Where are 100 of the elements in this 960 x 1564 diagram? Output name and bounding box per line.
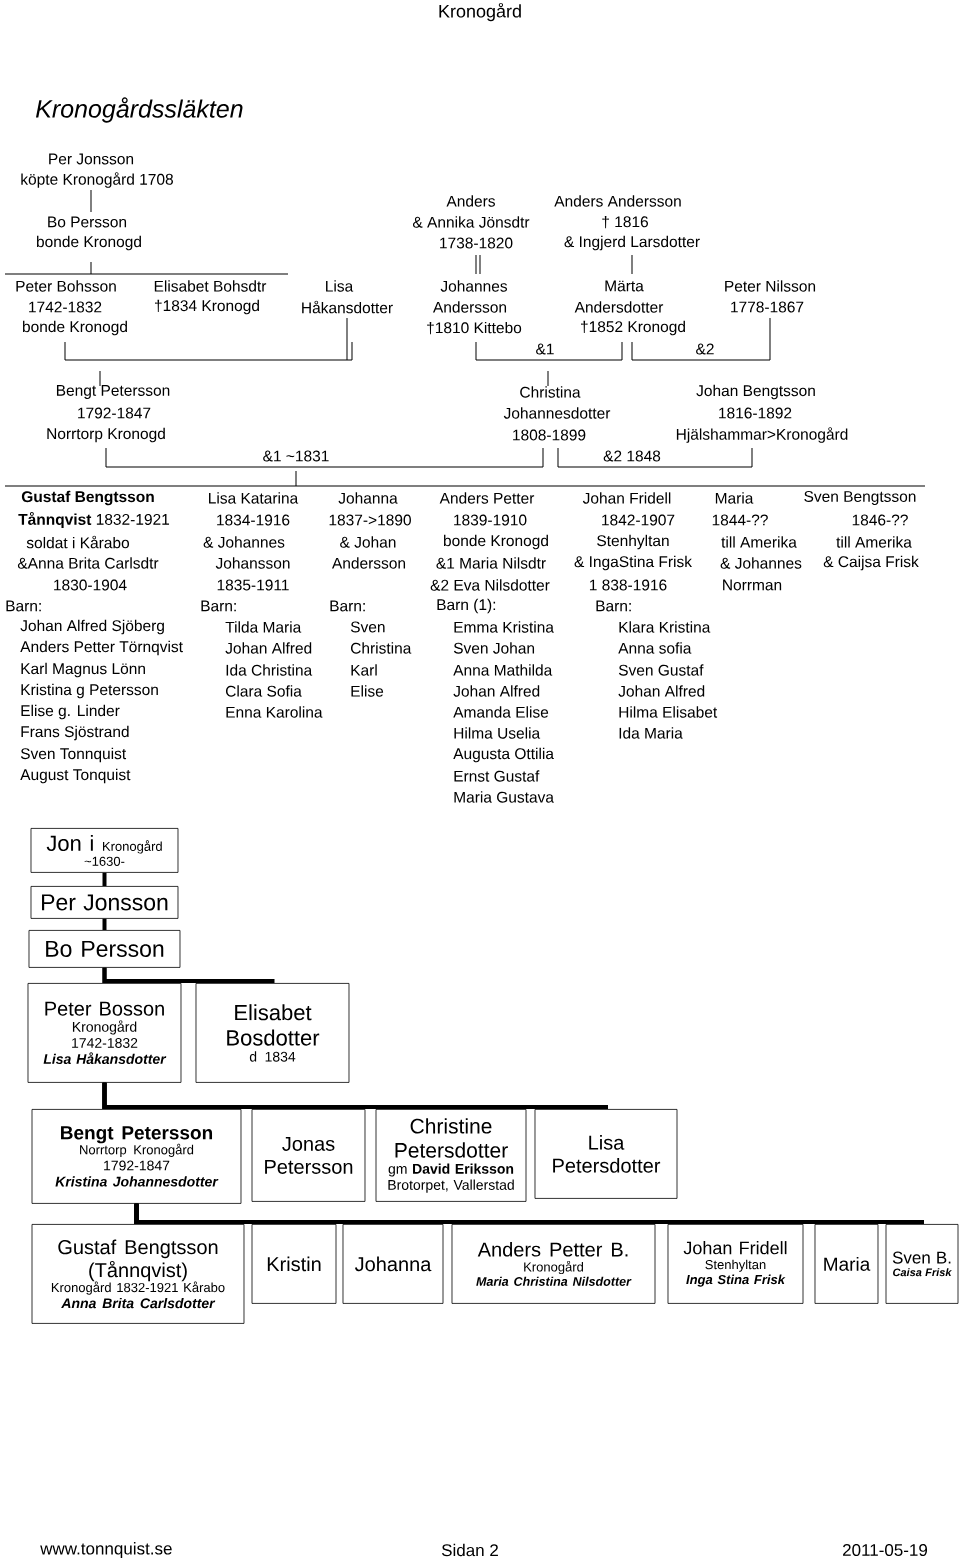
family-text: Norrtorp Kronogd xyxy=(47,427,165,443)
family-text: 1792-1847 xyxy=(78,407,151,419)
page-footer: 2011-05-19 xyxy=(843,1544,928,1557)
family-text: Barn: xyxy=(6,600,41,612)
family-text: &1 Maria Nilsdtr xyxy=(436,557,546,569)
family-text: Andersdotter xyxy=(574,301,664,313)
family-text: bonde Kronogd xyxy=(444,534,548,550)
connector-line xyxy=(102,918,107,930)
person-box: Anders Petter B. Kronogård Maria Christina Nilsdotter xyxy=(451,1224,656,1304)
family-text: 1842-1907 xyxy=(602,514,675,526)
family-text: Johannesdotter xyxy=(503,407,611,419)
family-text: Emma Kristina xyxy=(454,621,554,633)
family-text: & Johannes xyxy=(720,557,802,569)
family-text: Stenhyltan xyxy=(597,534,669,550)
family-text: Gustaf Bengtsson xyxy=(21,490,154,506)
family-text: Elisabet Bohsdtr xyxy=(154,280,267,292)
family-text: Johan Alfred Sjöberg xyxy=(20,619,164,635)
page-footer: www.tonnquist.se xyxy=(40,1542,172,1558)
family-text: Anders Petter Törnqvist xyxy=(20,640,183,656)
family-text: Johan Fridell xyxy=(582,492,671,504)
family-text: Sven Tonnquist xyxy=(20,747,127,763)
person-box: Bengt Petersson Norrtorp Kronogård 1792-1847 Kristina Johannesdotter xyxy=(31,1109,242,1204)
family-text: Anders Andersson xyxy=(554,195,681,207)
family-text: Bo Persson xyxy=(48,216,127,228)
family-text: Sven Gustaf xyxy=(618,664,704,676)
family-text: Sven xyxy=(350,621,385,633)
person-box: Johan Fridell Stenhyltan Inga Stina Frisk xyxy=(667,1224,804,1304)
family-text: &2 1848 xyxy=(603,450,661,462)
family-text: &1 xyxy=(536,343,554,355)
family-text: Anders Petter xyxy=(439,492,535,504)
family-text: Karl Magnus Lönn xyxy=(21,662,145,678)
person-box: Lisa Petersdotter xyxy=(534,1109,678,1199)
page-title: Kronogårdssläkten xyxy=(35,97,243,123)
family-text: Ida Maria xyxy=(619,727,683,739)
family-text: 1835-1911 xyxy=(217,579,289,591)
family-text: Johanna xyxy=(338,492,398,504)
family-text: & Johannes xyxy=(203,536,285,548)
family-text: Anders xyxy=(446,195,495,207)
family-text: & IngaStina Frisk xyxy=(574,555,692,571)
family-text: 1778-1867 xyxy=(731,301,804,313)
person-box: Per Jonsson xyxy=(30,886,179,919)
connector-line xyxy=(102,1082,608,1111)
person-box: Maria xyxy=(814,1224,879,1304)
family-text: 1742-1832 xyxy=(29,301,102,313)
family-text: Sven Bengtsson xyxy=(804,491,916,506)
family-text: Christina xyxy=(520,386,581,398)
person-box: Sven B. Caisa Frisk xyxy=(885,1224,959,1304)
family-text: 1830-1904 xyxy=(54,579,127,591)
page-header: Kronogård xyxy=(439,2,521,22)
family-text: köpte Kronogård 1708 xyxy=(21,172,173,188)
person-box: Bo Persson xyxy=(28,930,181,968)
page-footer: Sidan 2 xyxy=(441,1543,498,1557)
person-box: Elisabet Bosdotter d 1834 xyxy=(195,983,350,1083)
family-text: August Tonquist xyxy=(20,768,131,784)
family-text: &1 ~1831 xyxy=(263,450,329,462)
family-text: 1738-1820 xyxy=(440,237,513,249)
family-text: &Anna Brita Carlsdtr xyxy=(17,557,159,569)
family-text: Barn (1): xyxy=(437,598,496,614)
family-text: Ernst Gustaf xyxy=(454,770,540,782)
family-text: Hilma Elisabet xyxy=(619,706,718,718)
family-text: Maria Gustava xyxy=(454,791,554,803)
family-text: & Annika Jönsdtr xyxy=(412,216,530,228)
family-text: 1834-1916 xyxy=(217,514,290,526)
family-text: soldat i Kårabo xyxy=(26,535,129,549)
family-text: Augusta Ottilia xyxy=(453,747,554,763)
person-box: Jonas Petersson xyxy=(251,1109,366,1202)
person-box: Jon i Kronogård ~1630- xyxy=(30,828,179,873)
family-text: Bengt Petersson xyxy=(56,385,170,399)
family-text: †1834 Kronogd xyxy=(155,299,259,315)
family-text: †1852 Kronogd xyxy=(581,320,685,336)
family-text: Andersson xyxy=(332,557,406,569)
family-text: Tånnqvist 1832-1921 xyxy=(18,512,170,528)
family-text: Johan Alfred xyxy=(618,685,705,697)
family-text: Barn: xyxy=(201,600,236,612)
family-text: bonde Kronogd xyxy=(23,320,127,336)
family-text: Johan Bengtsson xyxy=(696,384,815,400)
family-text: Karl xyxy=(351,664,377,676)
family-text: Anna Mathilda xyxy=(453,664,553,676)
person-box: Kristin xyxy=(251,1224,337,1304)
person-box: Peter Bosson Kronogård 1742-1832 Lisa Håkansdotter xyxy=(27,983,182,1083)
family-text: Maria xyxy=(715,492,754,504)
family-text: 1844-?? xyxy=(712,514,768,526)
person-box: Christine Petersdotter gm David Eriksson Brotorpet, Vallerstad xyxy=(375,1109,527,1202)
family-text: bonde Kronogd xyxy=(37,235,141,251)
family-text: Hjälshammar>Kronogård xyxy=(676,427,848,443)
family-text: 1 838-1916 xyxy=(589,579,667,591)
family-text: Kristina g Petersson xyxy=(21,683,158,699)
family-text: Peter Nilsson xyxy=(725,280,816,292)
family-text: Amanda Elise xyxy=(453,706,549,718)
family-text: Tilda Maria xyxy=(225,621,302,633)
family-text: Clara Sofia xyxy=(226,685,302,697)
person-box: Johanna xyxy=(342,1224,444,1304)
family-text: 1816-1892 xyxy=(719,407,792,419)
family-text: Norrman xyxy=(723,579,782,591)
family-text: till Amerika xyxy=(836,536,912,548)
family-text: Per Jonsson xyxy=(49,153,134,165)
family-text: Johannes xyxy=(440,280,508,292)
family-text: 1808-1899 xyxy=(513,429,586,441)
family-text: Sven Johan xyxy=(453,642,535,654)
family-text: Märta xyxy=(605,280,644,292)
